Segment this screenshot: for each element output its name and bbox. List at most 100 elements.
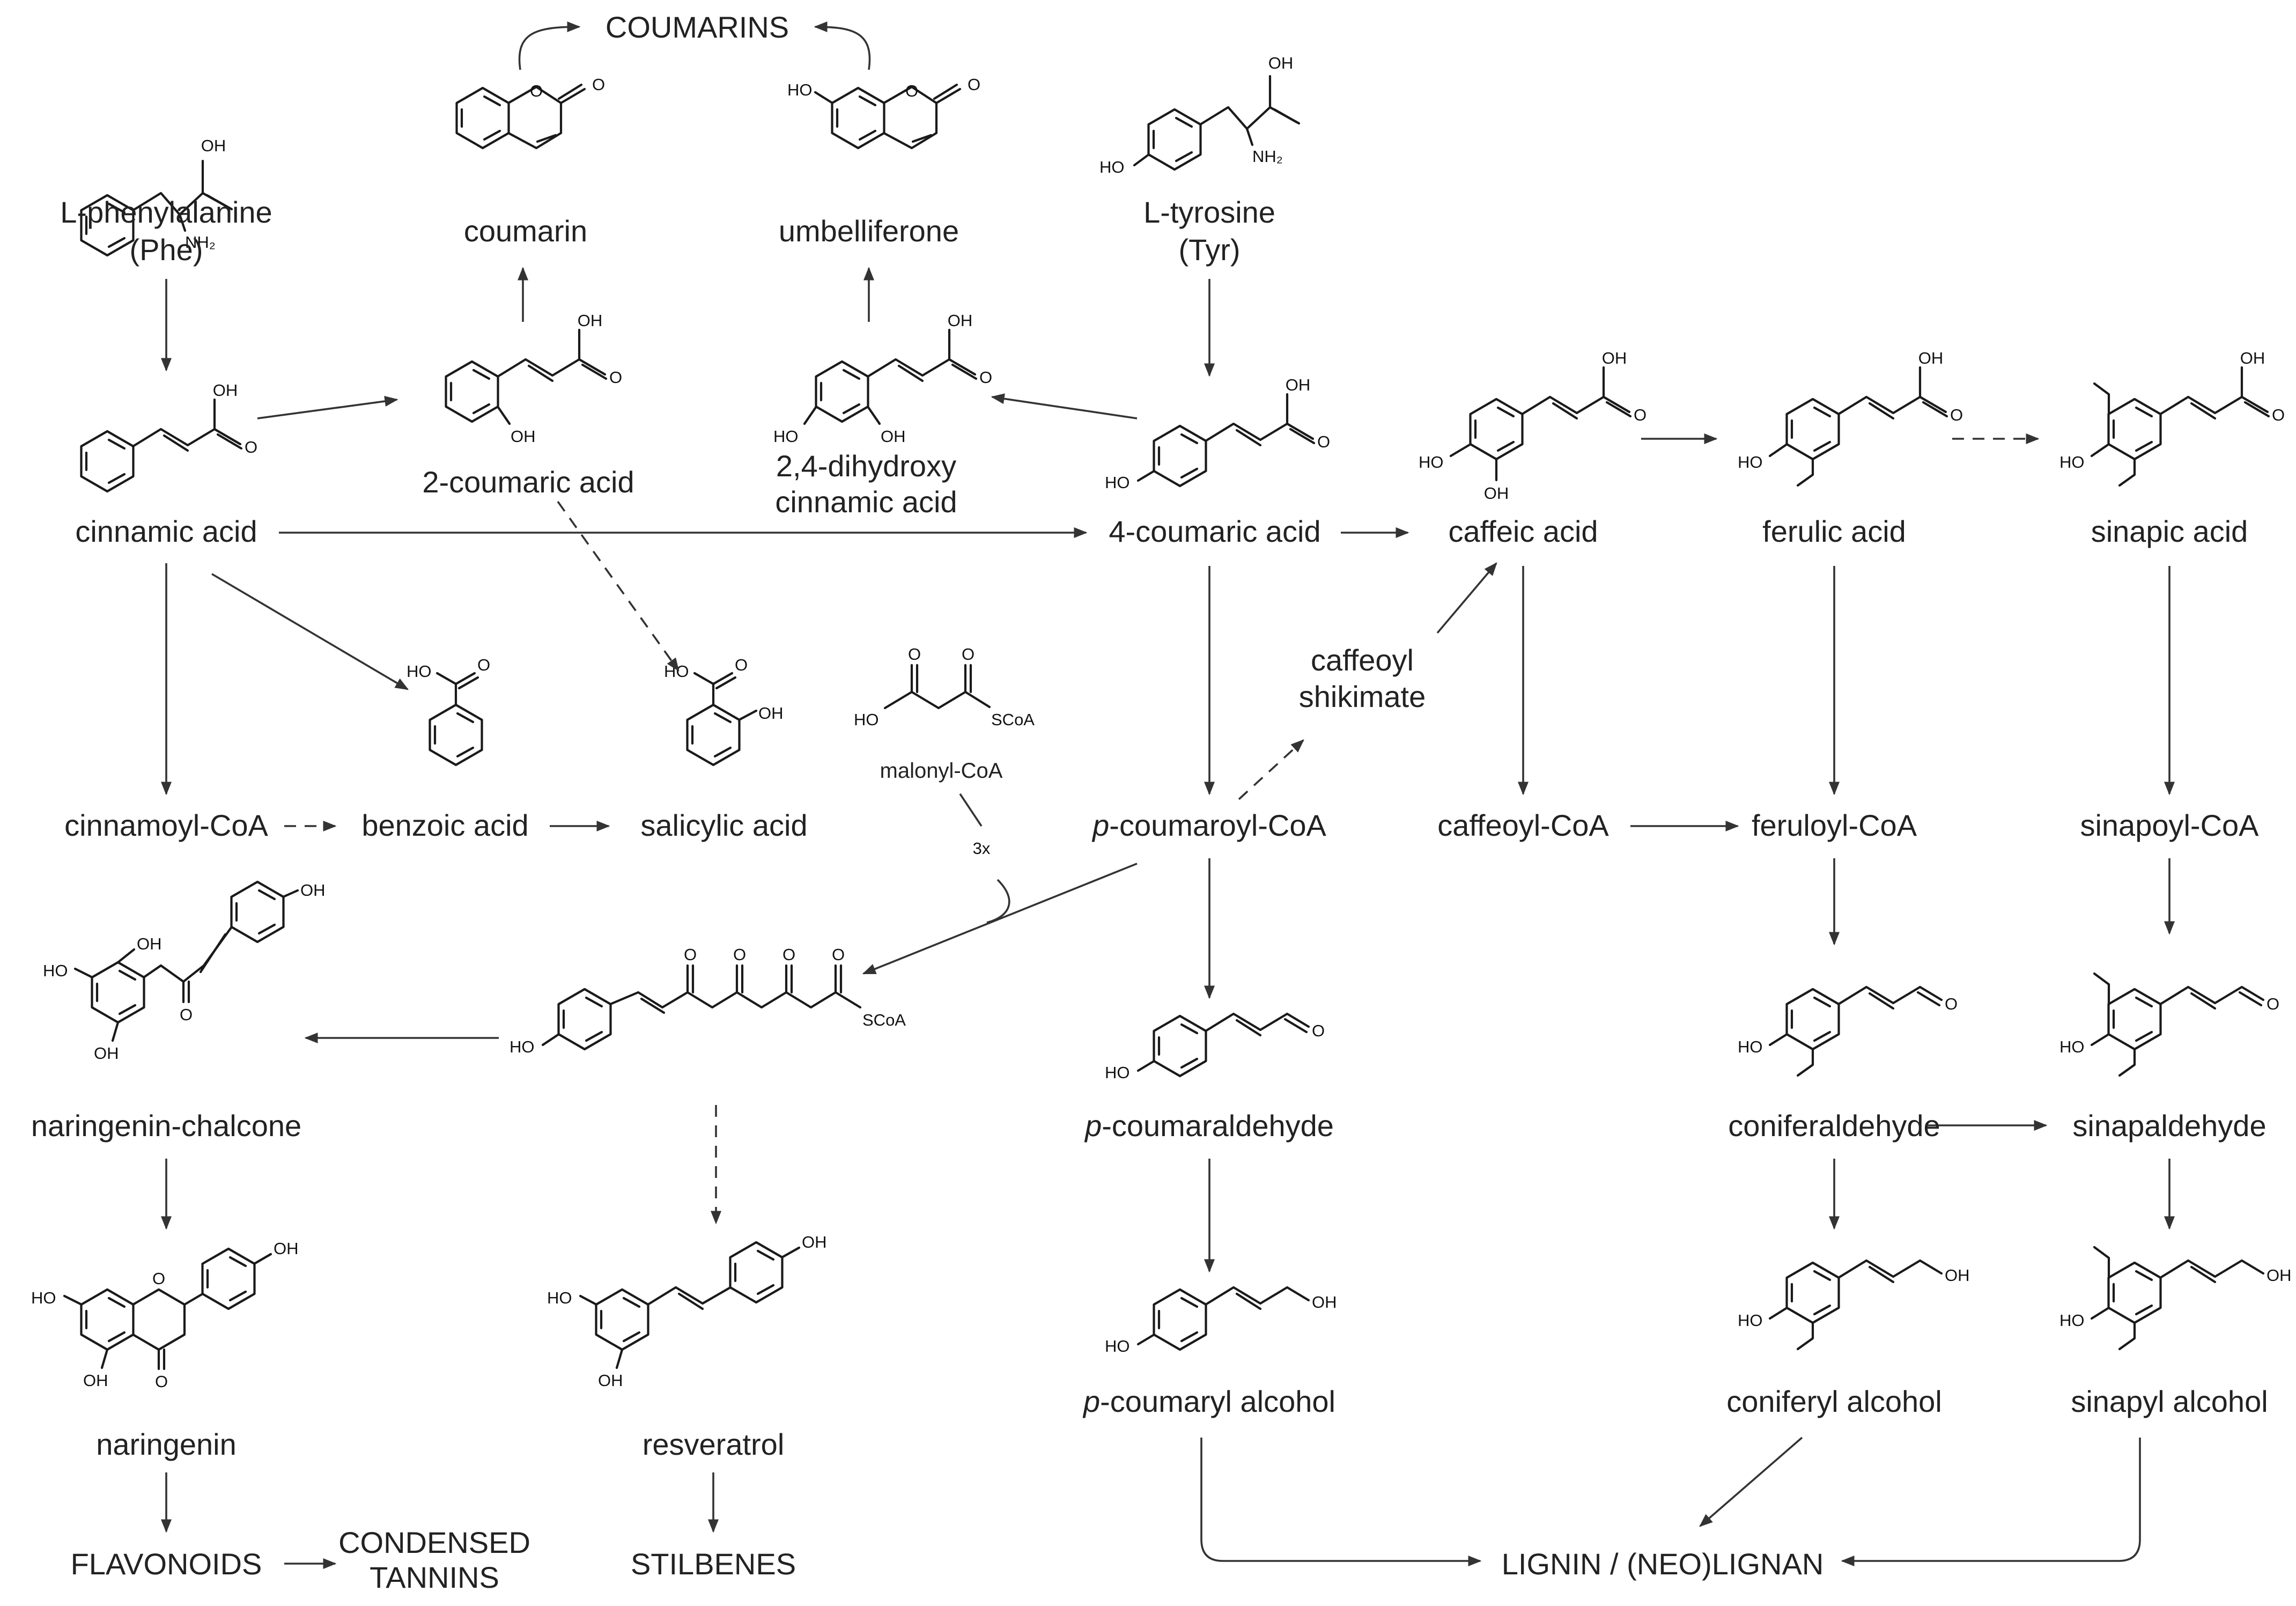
- label-umbelliferone: umbelliferone: [779, 214, 959, 248]
- atom-label: O: [180, 1005, 193, 1024]
- atom-label: OH: [83, 1371, 108, 1390]
- label-sinapyl-alcohol: sinapyl alcohol: [2071, 1384, 2268, 1418]
- atom-label: HO: [1105, 1063, 1130, 1082]
- atom-label: O: [592, 75, 605, 94]
- atom-label: O: [2267, 994, 2279, 1013]
- atom-label: HO: [2059, 1037, 2085, 1056]
- atom-label: NH₂: [185, 233, 216, 252]
- atom-label: OH: [948, 311, 973, 330]
- label-2-coumaric-acid: 2-coumaric acid: [422, 465, 634, 499]
- atom-label: HO: [1105, 1337, 1130, 1355]
- atom-label: HO: [43, 961, 68, 980]
- atom-label: OH: [1484, 484, 1509, 503]
- atom-label: HO: [1738, 453, 1763, 472]
- atom-label: OH: [213, 381, 238, 400]
- atom-label: OH: [598, 1371, 623, 1390]
- label-cinnamic-acid: cinnamic acid: [75, 514, 257, 548]
- atom-label: HO: [2059, 453, 2085, 472]
- atom-label: HO: [1738, 1311, 1763, 1330]
- label-resveratrol: resveratrol: [643, 1427, 785, 1461]
- label-naringenin: naringenin: [96, 1427, 237, 1461]
- atom-label: O: [782, 945, 795, 964]
- label-sinapic-acid: sinapic acid: [2091, 514, 2248, 548]
- label-stilbenes: STILBENES: [631, 1547, 796, 1581]
- atom-label: O: [962, 645, 974, 664]
- atom-label: OH: [2267, 1266, 2292, 1285]
- atom-label: O: [155, 1372, 168, 1391]
- atom-label: O: [1317, 432, 1330, 451]
- atom-label: O: [979, 368, 992, 387]
- umbelliferone-structure: [814, 83, 962, 150]
- dihydroxycinnamic-acid-structure: [803, 328, 978, 425]
- coumarin-structure: [457, 83, 586, 150]
- 4-coumaric-acid-structure: [1136, 393, 1316, 486]
- atom-label: HO: [1738, 1037, 1763, 1056]
- arrow-cinnamic-to-benzoic: [211, 573, 409, 690]
- arrow-2coumaric-to-salicylic: [557, 500, 680, 672]
- malonyl-coa-structure: [883, 664, 991, 710]
- arrow-coumarin-to-coumarins: [518, 21, 581, 70]
- atom-label: OH: [802, 1233, 827, 1251]
- label-dihydroxy-1: 2,4-dihydroxy: [776, 449, 956, 483]
- label-feruloyl-coa: feruloyl-CoA: [1752, 808, 1917, 842]
- atom-label: O: [609, 368, 622, 387]
- atom-label: O: [832, 945, 845, 964]
- p-coumaryl-alcohol-structure: [1136, 1286, 1310, 1350]
- atom-label: O: [245, 438, 257, 456]
- atom-label: OH: [300, 881, 326, 900]
- label-p-coumaraldehyde: p-coumaraldehyde: [1084, 1109, 1334, 1143]
- resveratrol-structure: [579, 1242, 801, 1369]
- sinapaldehyde-structure: [2090, 972, 2265, 1077]
- label-sinapaldehyde: sinapaldehyde: [2072, 1109, 2266, 1143]
- atom-label: O: [1945, 994, 1958, 1013]
- arrow-umbelliferone-to-coumarins: [814, 21, 871, 70]
- atom-label: OH: [578, 311, 603, 330]
- label-times-3: 3x: [973, 839, 991, 858]
- p-coumaraldehyde-structure: [1136, 1012, 1310, 1076]
- arrow-sinapylalcohol-to-lignin: [1841, 1438, 2141, 1567]
- label-coumarins: COUMARINS: [606, 10, 789, 44]
- caffeic-acid-structure: [1449, 366, 1632, 482]
- coniferyl-alcohol-structure: [1768, 1259, 1943, 1351]
- atom-label: OH: [1945, 1266, 1970, 1285]
- arrow-coumaroylcoa-to-tetraketide: [862, 863, 1138, 975]
- arrow-shikimate-to-caffeic: [1436, 562, 1497, 634]
- arrow-cinnamic-to-2coumaric: [257, 396, 398, 419]
- atom-label: HO: [787, 80, 813, 99]
- atom-label: O: [1634, 406, 1647, 424]
- sinapic-acid-structure: [2090, 366, 2270, 487]
- label-caffeoyl-shikimate-1: caffeoyl: [1311, 643, 1414, 677]
- label-dihydroxy-2: cinnamic acid: [775, 485, 957, 519]
- tetraketide-intermediate-structure: [541, 964, 862, 1049]
- label-cinnamoyl-coa: cinnamoyl-CoA: [64, 808, 268, 842]
- arrow-coumarylalcohol-to-lignin: [1200, 1438, 1482, 1567]
- atom-label: SCoA: [991, 710, 1035, 729]
- coniferaldehyde-structure: [1768, 985, 1943, 1077]
- 2-coumaric-acid-structure: [446, 328, 608, 425]
- atom-label: O: [735, 655, 748, 674]
- atom-label: O: [908, 645, 921, 664]
- atom-label: O: [968, 75, 980, 94]
- atom-label: OH: [758, 704, 784, 723]
- label-coumarin: coumarin: [464, 214, 587, 248]
- atom-label: OH: [2240, 349, 2265, 367]
- cinnamic-acid-structure: [82, 398, 243, 491]
- naringenin-structure: [63, 1249, 272, 1371]
- ferulic-acid-structure: [1768, 366, 1948, 487]
- atom-label: O: [1312, 1021, 1325, 1040]
- label-caffeoyl-shikimate-2: shikimate: [1299, 680, 1426, 713]
- atom-label: HO: [407, 662, 432, 681]
- atom-label: OH: [881, 427, 906, 446]
- atom-label: NH₂: [1252, 147, 1283, 166]
- tyrosine-structure: [1133, 75, 1301, 170]
- salicylic-acid-structure: [688, 672, 758, 765]
- label-tyrosine-abbr: (Tyr): [1178, 233, 1240, 267]
- label-condensed: CONDENSED: [338, 1526, 530, 1559]
- arrow-4coumaric-to-dihydroxy: [991, 393, 1138, 419]
- arrow-coniferylalcohol-to-lignin: [1699, 1436, 1803, 1527]
- atom-label: OH: [201, 136, 226, 155]
- atom-label: O: [905, 82, 918, 100]
- atom-label: OH: [1268, 54, 1294, 72]
- atom-label: OH: [137, 934, 162, 953]
